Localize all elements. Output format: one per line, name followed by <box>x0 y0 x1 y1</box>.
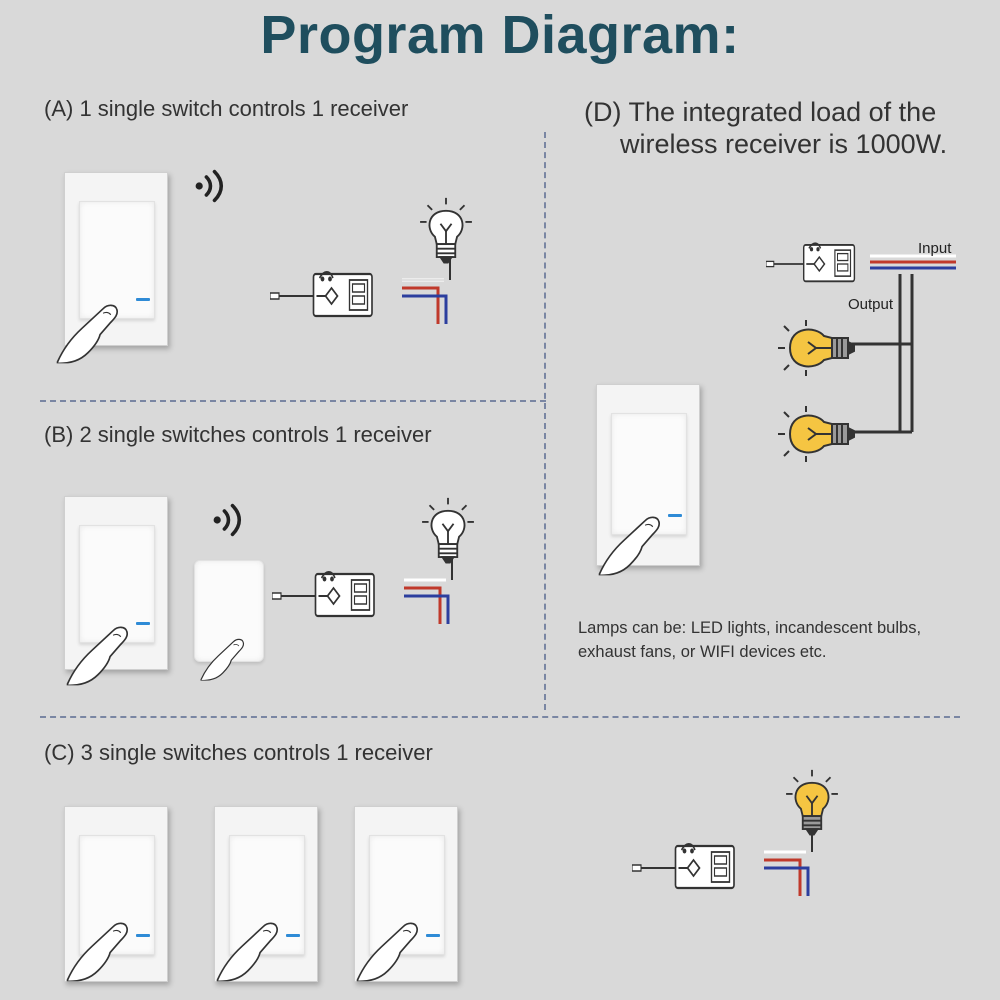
receiver-module-icon <box>272 566 422 626</box>
wireless-signal-icon <box>192 168 228 204</box>
switch-rocker[interactable] <box>79 201 155 319</box>
wall-switch-icon <box>64 806 168 982</box>
led-indicator <box>136 622 150 625</box>
divider-bottom <box>40 716 960 718</box>
wires <box>764 830 813 896</box>
output-label: Output <box>848 296 894 313</box>
hand-pressing-icon <box>216 918 292 984</box>
led-indicator <box>668 514 682 517</box>
hand-pressing-icon <box>200 636 254 682</box>
lamps-note-line2: exhaust fans, or WIFI devices etc. <box>578 643 827 661</box>
light-bulb-icon <box>774 318 864 378</box>
wires <box>850 254 956 434</box>
input-label: Input <box>918 240 952 257</box>
section-d-label-line1: (D) The integrated load of the <box>584 97 937 127</box>
wires <box>402 258 451 324</box>
receiver-module-icon <box>270 266 420 326</box>
page-title: Program Diagram: <box>260 5 740 65</box>
light-bulb-icon <box>774 404 864 464</box>
wall-switch-icon <box>354 806 458 982</box>
switch-rocker[interactable] <box>611 413 687 535</box>
led-indicator <box>426 934 440 937</box>
light-bulb-icon <box>784 768 840 842</box>
light-bulb-icon <box>418 196 474 270</box>
wall-switch-icon <box>64 496 168 670</box>
section-c-label: (C) 3 single switches controls 1 receive… <box>44 740 433 765</box>
section-a-label: (A) 1 single switch controls 1 receiver <box>44 96 409 121</box>
divider-a-b <box>40 400 546 402</box>
hand-pressing-icon <box>356 918 432 984</box>
section-b-label: (B) 2 single switches controls 1 receive… <box>44 422 432 447</box>
receiver-module-icon <box>632 838 782 898</box>
section-d-label-line2: wireless receiver is 1000W. <box>620 129 948 159</box>
light-bulb-icon <box>420 496 476 570</box>
hand-pressing-icon <box>598 512 674 578</box>
wires <box>404 558 453 624</box>
led-indicator <box>136 298 150 301</box>
switch-rocker[interactable] <box>79 525 155 643</box>
vertical-divider <box>544 132 546 710</box>
hand-pressing-icon <box>66 918 142 984</box>
wireless-signal-icon <box>210 502 246 538</box>
wall-switch-icon <box>214 806 318 982</box>
hand-pressing-icon <box>66 622 142 688</box>
lamps-note-line1: Lamps can be: LED lights, incandescent b… <box>578 619 922 637</box>
led-indicator <box>136 934 150 937</box>
hand-pressing-icon <box>56 300 132 366</box>
led-indicator <box>286 934 300 937</box>
